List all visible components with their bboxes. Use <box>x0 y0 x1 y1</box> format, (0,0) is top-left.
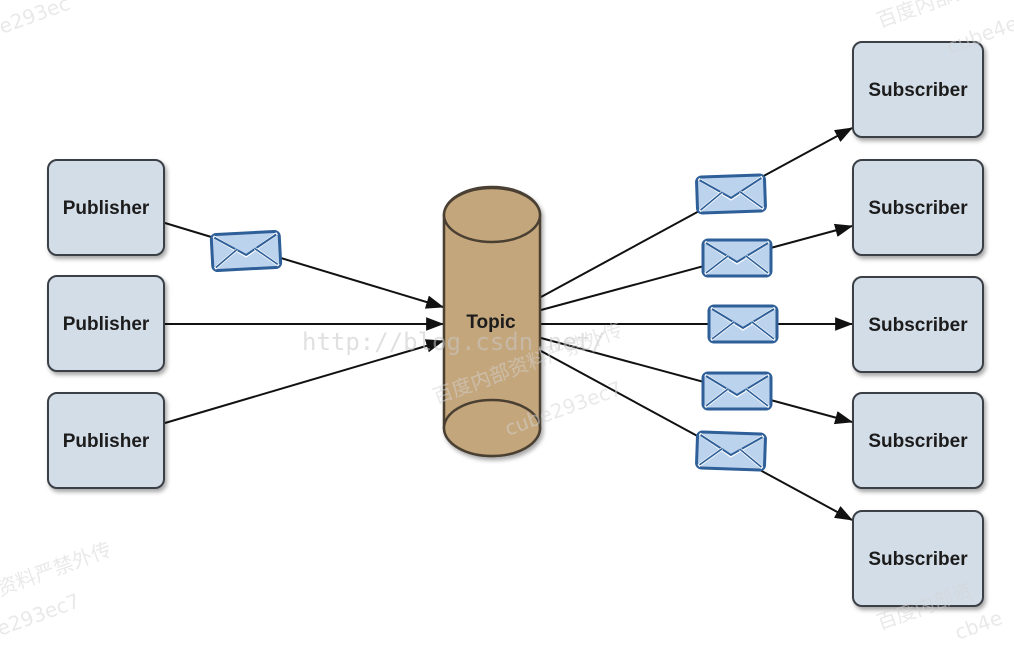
connector-publisher-3 <box>164 339 445 424</box>
subscriber-label: Subscriber <box>868 198 968 219</box>
connector-subscriber-2 <box>540 223 854 311</box>
watermark-mark: cb4e <box>952 605 1006 644</box>
publisher-label: Publisher <box>63 198 150 219</box>
envelope-icon <box>209 229 283 273</box>
publisher-label: Publisher <box>63 314 150 335</box>
publisher-box-2: Publisher <box>47 275 165 372</box>
envelope-icon <box>707 304 779 344</box>
watermark-mark: 资料严禁外传 <box>0 537 114 601</box>
watermark-mark: 百度内部资 <box>874 0 976 33</box>
topic-cylinder: Topic <box>442 185 542 458</box>
subscriber-label: Subscriber <box>868 549 968 570</box>
subscriber-box-3: Subscriber <box>852 276 984 373</box>
subscriber-box-4: Subscriber <box>852 392 984 489</box>
publisher-label: Publisher <box>63 431 150 452</box>
subscriber-label: Subscriber <box>868 80 968 101</box>
connector-subscriber-1 <box>540 127 853 298</box>
subscriber-label: Subscriber <box>868 431 968 452</box>
connector-subscriber-4 <box>540 337 854 425</box>
subscriber-box-5: Subscriber <box>852 510 984 607</box>
envelope-icon <box>701 371 773 411</box>
connector-publisher-1 <box>164 222 445 309</box>
publisher-box-3: Publisher <box>47 392 165 489</box>
subscriber-box-1: Subscriber <box>852 41 984 138</box>
envelope-icon <box>694 173 768 215</box>
envelope-icon <box>701 238 773 278</box>
subscriber-label: Subscriber <box>868 315 968 336</box>
subscriber-box-2: Subscriber <box>852 159 984 256</box>
watermark-url: http://blog.csdn.net/ <box>302 328 605 356</box>
publisher-connectors <box>164 222 445 424</box>
envelope-icon <box>694 430 768 472</box>
topic-label: Topic <box>466 312 516 333</box>
publisher-box-1: Publisher <box>47 159 165 256</box>
watermark-mark: e293ec <box>0 0 73 39</box>
